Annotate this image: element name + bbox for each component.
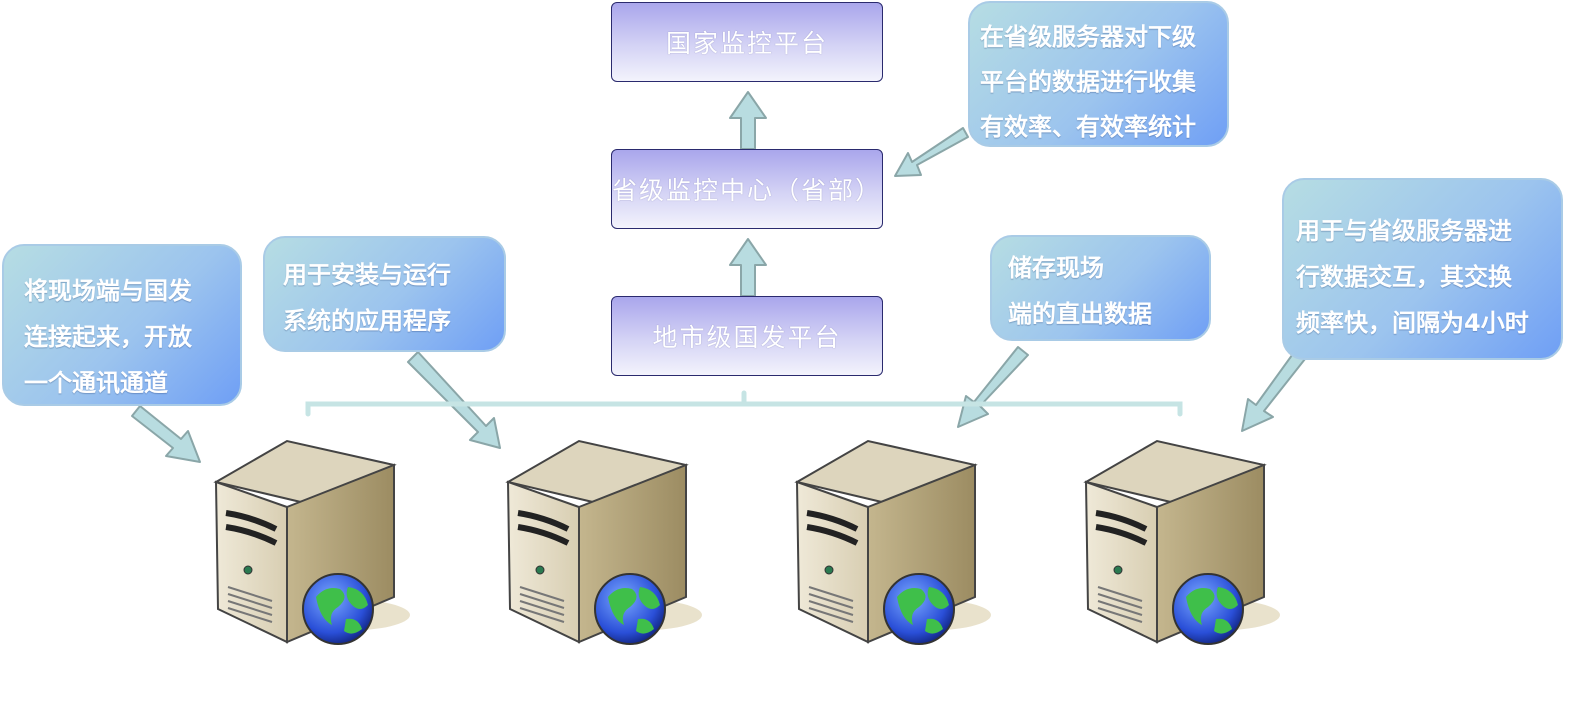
- municipal-platform-box: 地市级国发平台: [611, 296, 883, 376]
- callout-server4-line-3: 频率快，间隔为4小时: [1296, 309, 1529, 337]
- callout-top-right-line-2: 平台的数据进行收集: [980, 68, 1196, 96]
- callout-server2-line-1: 用于安装与运行: [283, 261, 451, 289]
- callout-server1-line-1: 将现场端与国发: [24, 277, 192, 305]
- server-globe-icon: [1083, 439, 1280, 645]
- callout-server4-line-1: 用于与省级服务器进: [1296, 217, 1512, 245]
- callout-server3-line-2: 端的直出数据: [1008, 300, 1152, 328]
- callout-top-right-line-1: 在省级服务器对下级: [980, 23, 1196, 51]
- provincial-center-label: 省级监控中心（省部）: [612, 176, 883, 205]
- server-globe-icon: [505, 439, 702, 645]
- municipal-platform-label: 地市级国发平台: [652, 323, 842, 352]
- arrow-callout-server4: [1241, 350, 1306, 432]
- national-platform-label: 国家监控平台: [665, 29, 828, 58]
- server-globe-icon: [213, 439, 410, 645]
- callout-server4: 用于与省级服务器进 行数据交互，其交换 频率快，间隔为4小时: [1282, 178, 1563, 360]
- callout-server1-line-2: 连接起来，开放: [24, 323, 192, 351]
- callout-top-right: 在省级服务器对下级 平台的数据进行收集 有效率、有效率统计: [968, 1, 1229, 147]
- arrow-callout-server3: [957, 346, 1029, 428]
- arrow-municipal-to-provincial: [729, 238, 767, 297]
- callout-server3-line-1: 储存现场: [1008, 254, 1104, 282]
- callout-server1-line-3: 一个通讯通道: [24, 369, 168, 397]
- arrow-callout-server1: [131, 405, 201, 463]
- arrow-provincial-to-national: [729, 91, 767, 150]
- callout-server2: 用于安装与运行 系统的应用程序: [263, 236, 506, 352]
- callout-server4-line-2: 行数据交互，其交换: [1296, 263, 1512, 291]
- national-platform-box: 国家监控平台: [611, 2, 883, 82]
- server-globe-icon: [794, 439, 991, 645]
- arrow-callout-server2: [407, 351, 501, 449]
- arrow-callout-top-right: [894, 127, 969, 177]
- callout-server3: 储存现场 端的直出数据: [990, 235, 1211, 341]
- callout-top-right-line-3: 有效率、有效率统计: [980, 113, 1196, 141]
- callout-server1: 将现场端与国发 连接起来，开放 一个通讯通道: [2, 244, 242, 406]
- provincial-center-box: 省级监控中心（省部）: [611, 149, 883, 229]
- callout-server2-line-2: 系统的应用程序: [283, 307, 451, 335]
